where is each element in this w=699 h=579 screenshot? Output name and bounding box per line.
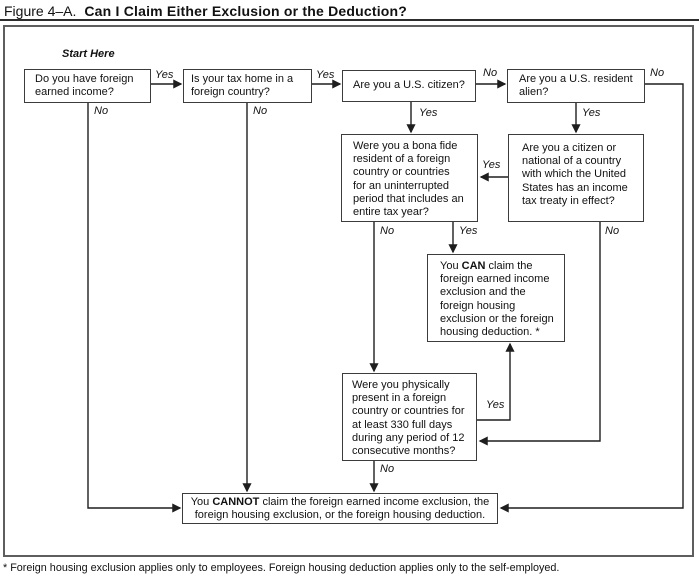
figure-title: Figure 4–A. Can I Claim Either Exclusion … <box>4 3 407 19</box>
label-treaty-no: No <box>605 225 620 237</box>
cannot-claim-rest: claim the foreign earned income exclusio… <box>194 496 490 521</box>
cannot-claim-keyword: CANNOT <box>212 496 260 508</box>
label-income-no: No <box>94 105 109 117</box>
can-claim-keyword: CAN <box>461 260 486 272</box>
box-us-citizen: Are you a U.S. citizen? <box>342 70 476 102</box>
box-bona-fide-residence: Were you a bona fide resident of a forei… <box>341 134 478 222</box>
label-presence-no: No <box>380 463 395 475</box>
label-bonafide-yes: Yes <box>459 225 478 237</box>
label-treaty-yes: Yes <box>482 159 501 171</box>
box-foreign-earned-income: Do you have foreign earned income? <box>24 69 151 103</box>
box-can-claim: You CAN claim the foreign earned income … <box>427 254 565 342</box>
box-tax-home: Is your tax home in a foreign country? <box>183 69 312 103</box>
label-taxhome-yes: Yes <box>316 69 335 81</box>
label-citizen-yes: Yes <box>419 107 438 119</box>
footnote: * Foreign housing exclusion applies only… <box>3 562 560 574</box>
box-cannot-claim: You CANNOT claim the foreign earned inco… <box>182 493 498 524</box>
cannot-claim-prefix: You <box>190 496 213 508</box>
label-alien-yes: Yes <box>582 107 601 119</box>
label-citizen-no: No <box>483 67 498 79</box>
label-bonafide-no: No <box>380 225 395 237</box>
box-us-resident-alien: Are you a U.S. resident alien? <box>507 69 645 103</box>
title-underline <box>0 19 699 21</box>
figure-label: Figure 4–A. <box>4 3 77 19</box>
label-income-yes: Yes <box>155 69 174 81</box>
label-presence-yes: Yes <box>486 399 505 411</box>
box-physical-presence: Were you physically present in a foreign… <box>342 373 477 461</box>
label-alien-no: No <box>650 67 665 79</box>
label-taxhome-no: No <box>253 105 268 117</box>
box-tax-treaty: Are you a citizen or national of a count… <box>508 134 644 222</box>
start-here-label: Start Here <box>62 48 115 60</box>
can-claim-prefix: You <box>440 260 462 272</box>
figure-title-text: Can I Claim Either Exclusion or the Dedu… <box>84 3 408 19</box>
flowchart-border <box>3 25 694 557</box>
